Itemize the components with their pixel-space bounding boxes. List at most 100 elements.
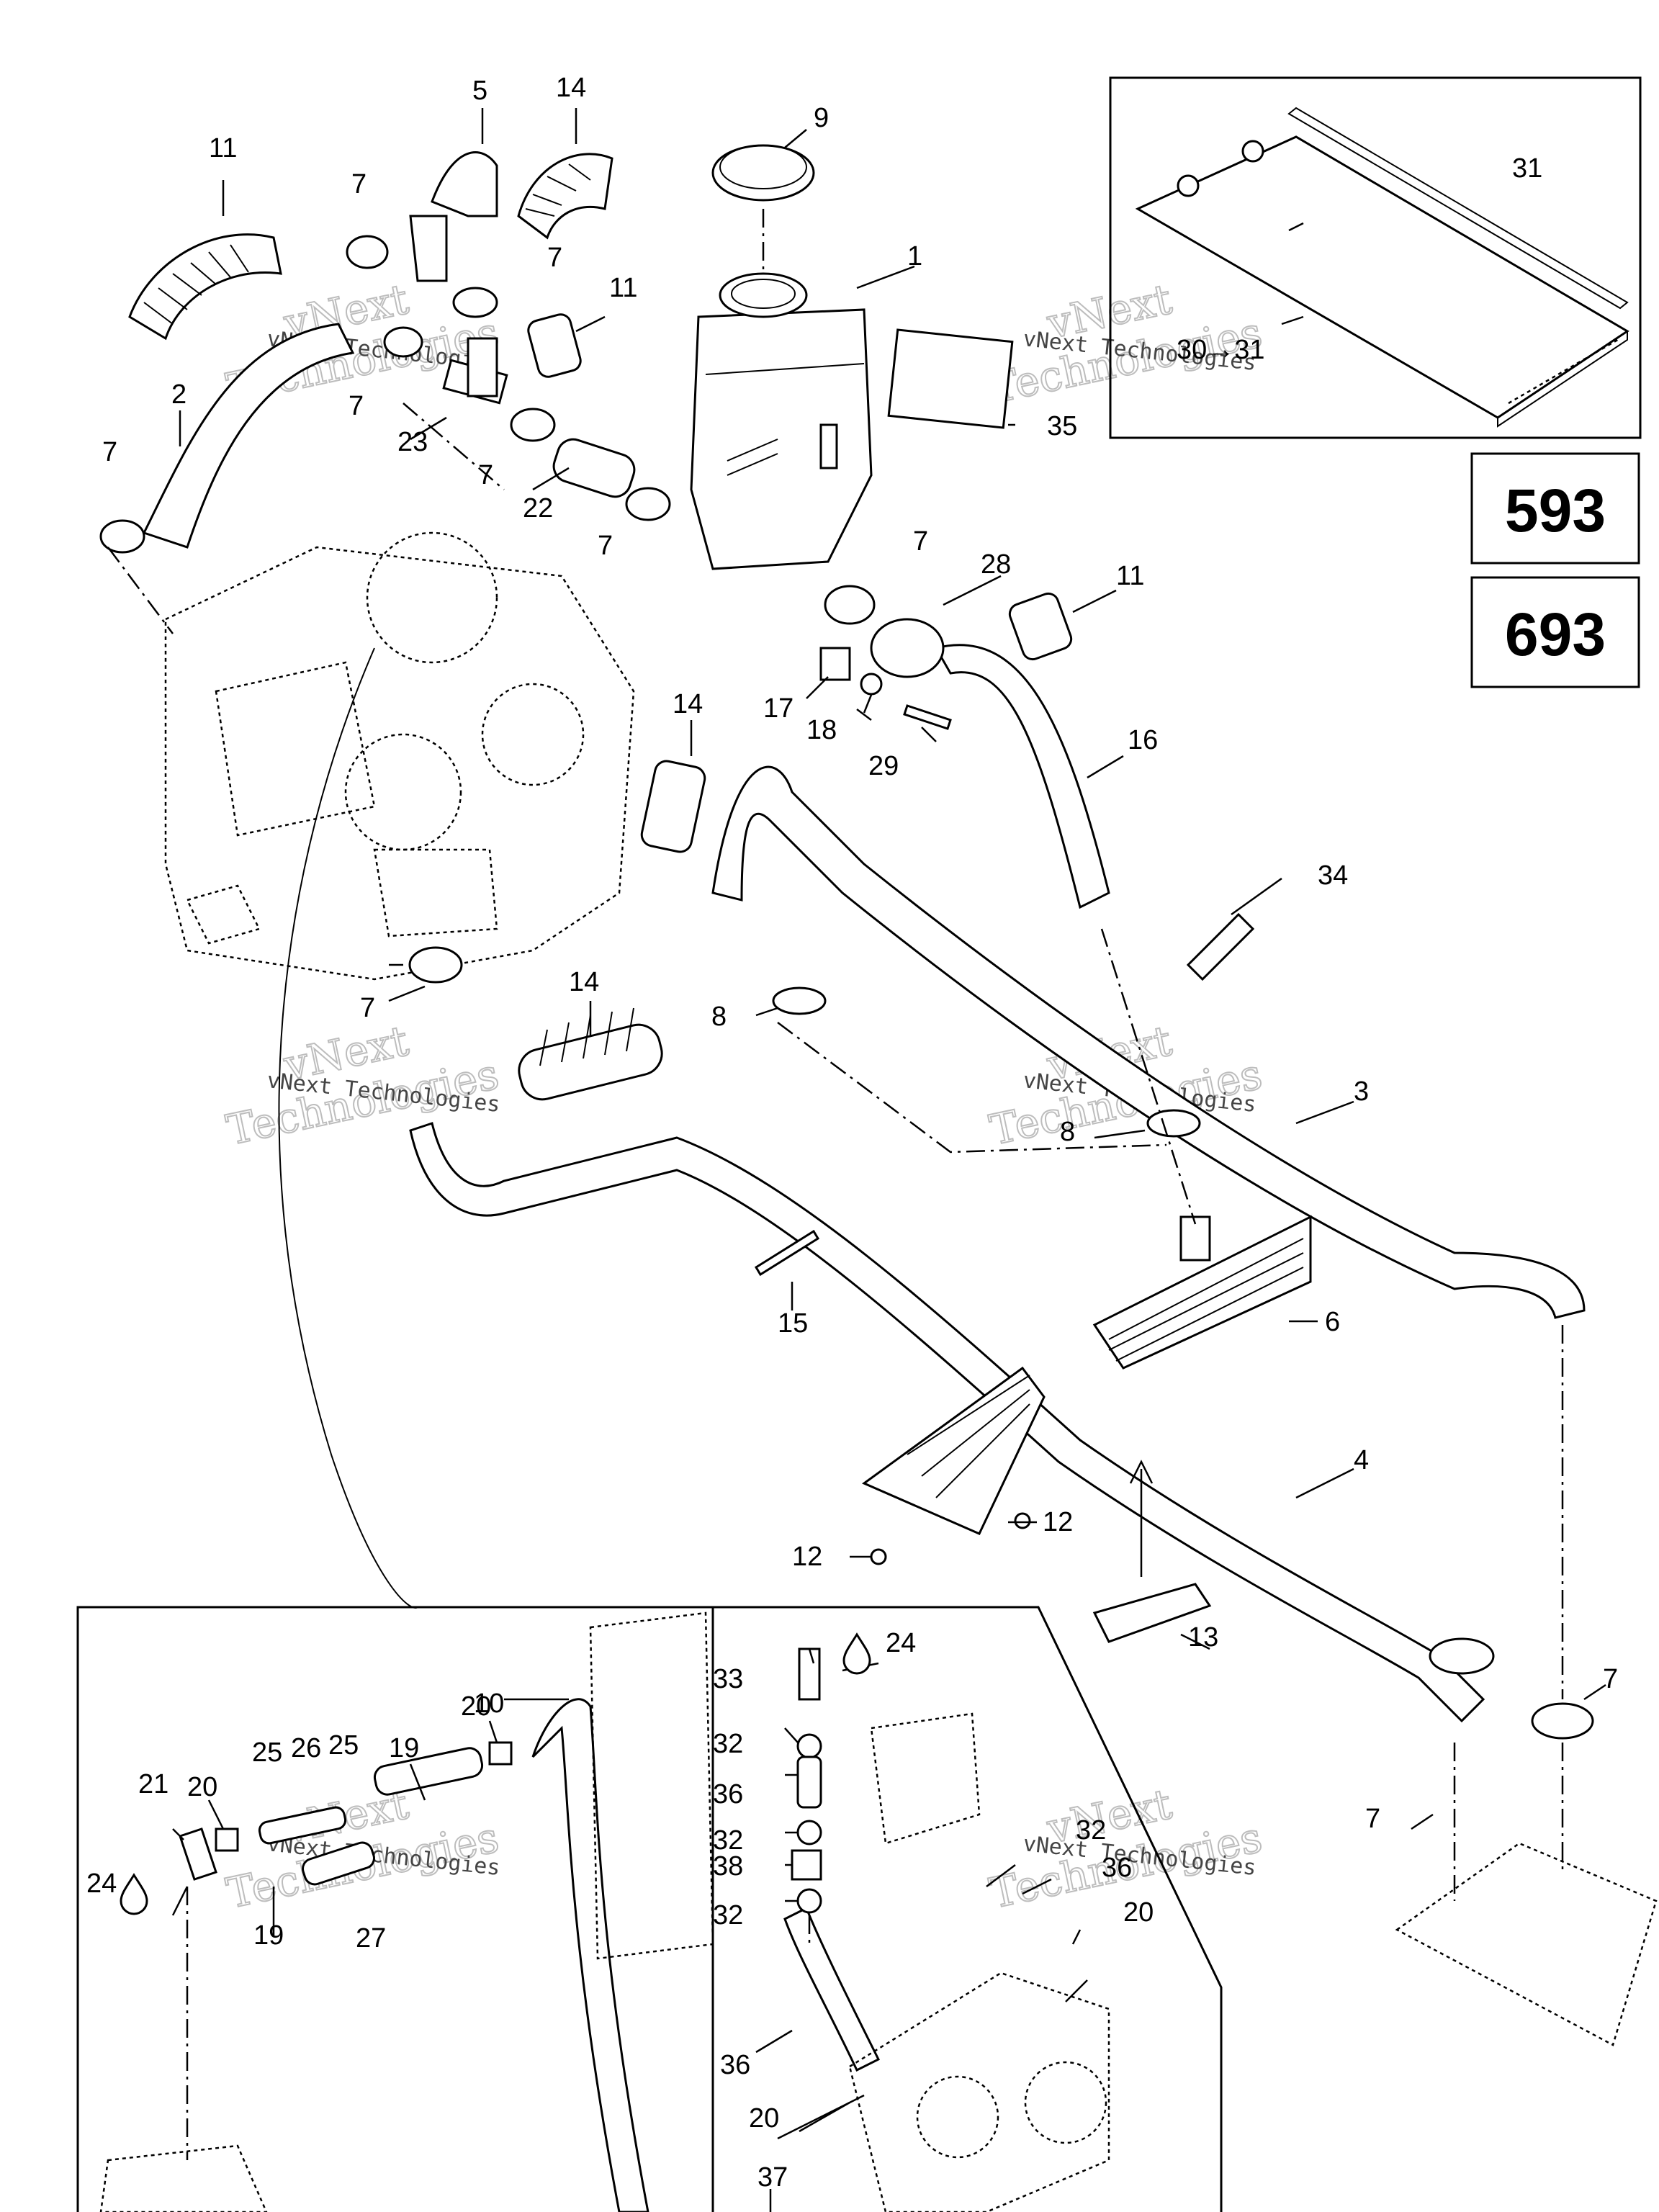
callout-28: 28 bbox=[981, 549, 1011, 580]
callout-31: 31 bbox=[1512, 153, 1542, 184]
clamp-7-d bbox=[383, 326, 423, 358]
coolant-tank bbox=[690, 272, 873, 570]
hose-2 bbox=[142, 323, 355, 549]
callout-36-a: 36 bbox=[713, 1779, 743, 1809]
block-13 bbox=[1092, 1583, 1212, 1643]
hose-3 bbox=[711, 765, 1586, 1319]
clamp-7-f bbox=[625, 487, 671, 521]
tie-wrap-15 bbox=[754, 1229, 820, 1277]
clamp-7-j bbox=[1429, 1637, 1495, 1675]
callout-1: 1 bbox=[907, 241, 922, 271]
callout-7-i: 7 bbox=[1603, 1664, 1618, 1694]
hose-10 bbox=[531, 1698, 649, 2212]
callout-38: 38 bbox=[713, 1851, 743, 1881]
spring-guard-14-mid bbox=[640, 760, 706, 853]
spring-guard-11-mid bbox=[527, 313, 582, 378]
fitting-20-b bbox=[488, 1741, 513, 1766]
callout-11-b: 11 bbox=[609, 273, 637, 303]
callout-25-a: 25 bbox=[252, 1737, 282, 1768]
valve-38 bbox=[791, 1849, 822, 1881]
screw-12-left bbox=[870, 1548, 887, 1565]
oil-drop-icon bbox=[842, 1632, 871, 1675]
callout-20-d: 20 bbox=[749, 2103, 779, 2134]
callout-8-b: 8 bbox=[1060, 1117, 1075, 1147]
callout-22: 22 bbox=[523, 493, 553, 523]
sleeve-22 bbox=[552, 438, 636, 498]
hose-26 bbox=[258, 1806, 347, 1845]
mounting-panel bbox=[1395, 1842, 1658, 2046]
callout-11-c: 11 bbox=[1116, 561, 1144, 591]
model-693-box bbox=[1470, 576, 1640, 688]
callout-18: 18 bbox=[806, 715, 837, 745]
carburetor-assembly bbox=[848, 1712, 1110, 2212]
decal-sticker bbox=[887, 328, 1014, 429]
callout-7-b: 7 bbox=[547, 243, 562, 273]
callout-24-b: 24 bbox=[86, 1869, 117, 1899]
lower-right-inset-frame bbox=[713, 1606, 1223, 2212]
elbow-fitting-5 bbox=[409, 151, 498, 282]
engine-cover-right bbox=[589, 1611, 714, 1960]
clamp-7-h bbox=[408, 946, 463, 984]
callout-35: 35 bbox=[1047, 411, 1077, 441]
clamp-7-b bbox=[452, 287, 498, 318]
callout-17: 17 bbox=[763, 693, 793, 724]
callout-7-j: 7 bbox=[1365, 1804, 1380, 1834]
callout-34: 34 bbox=[1318, 860, 1348, 891]
long-bypass-hose bbox=[278, 647, 418, 1609]
callout-7-f: 7 bbox=[598, 531, 613, 561]
callout-32-b: 32 bbox=[713, 1825, 743, 1856]
screw-29 bbox=[903, 704, 952, 730]
callout-24-a: 24 bbox=[886, 1628, 916, 1658]
leader-lines bbox=[171, 108, 1606, 2212]
callout-37: 37 bbox=[757, 2162, 788, 2193]
callout-8-a: 8 bbox=[711, 1002, 727, 1032]
spring-guard-11-top bbox=[128, 233, 282, 341]
callout-20-b: 20 bbox=[187, 1772, 217, 1802]
callout-12-b: 12 bbox=[792, 1542, 822, 1572]
callout-27: 27 bbox=[356, 1923, 386, 1954]
callout-5: 5 bbox=[472, 76, 487, 106]
radiator-inset-frame bbox=[1109, 76, 1642, 439]
clamp-32-b bbox=[796, 1820, 822, 1845]
washer-18 bbox=[860, 673, 883, 696]
oil-drop-icons bbox=[120, 1632, 871, 1915]
clamp-32-c bbox=[796, 1888, 822, 1914]
clamp-7-g bbox=[824, 585, 876, 625]
heat-exchanger-6 bbox=[1092, 1215, 1312, 1370]
clamp-32-a bbox=[796, 1733, 822, 1759]
oil-drop-icon bbox=[120, 1873, 148, 1915]
cable-tie-34 bbox=[1186, 912, 1255, 981]
callouts: 1 2 3 4 5 6 7 7 7 7 7 7 7 7 7 7 8 8 9 10… bbox=[86, 73, 1618, 2193]
spring-guard-14-low bbox=[518, 1007, 663, 1101]
callout-23: 23 bbox=[397, 427, 428, 457]
callout-7-h: 7 bbox=[360, 993, 375, 1023]
callout-25-b: 25 bbox=[328, 1730, 359, 1761]
fitting-stack bbox=[791, 1647, 822, 1914]
tee-fitting-23 bbox=[442, 337, 508, 405]
bracket-17 bbox=[819, 647, 851, 681]
callout-11-a: 11 bbox=[209, 133, 237, 163]
hose-19 bbox=[373, 1747, 484, 1796]
clamp-8-upper bbox=[772, 986, 827, 1015]
lower-left-parts bbox=[99, 1611, 714, 2212]
callout-19-b: 19 bbox=[253, 1920, 284, 1951]
hose-36-short bbox=[796, 1755, 822, 1809]
center-lines bbox=[107, 209, 1564, 2160]
screw-12-right bbox=[1014, 1512, 1031, 1529]
heat-exchanger-lower bbox=[862, 1366, 1046, 1535]
callout-14-b: 14 bbox=[673, 689, 703, 719]
callout-6: 6 bbox=[1325, 1307, 1340, 1337]
callout-14-c: 14 bbox=[569, 967, 599, 997]
callout-3: 3 bbox=[1354, 1076, 1369, 1107]
callout-9: 9 bbox=[814, 103, 829, 133]
callout-7-a: 7 bbox=[351, 169, 367, 199]
hose-16 bbox=[934, 644, 1110, 909]
callout-12-a: 12 bbox=[1043, 1507, 1073, 1537]
clamp-8-lower bbox=[1146, 1109, 1201, 1138]
spring-guard-14-top bbox=[517, 153, 613, 240]
callout-20-a: 20 bbox=[461, 1691, 491, 1722]
clamp-7-i bbox=[1531, 1702, 1594, 1740]
callout-32-c: 32 bbox=[713, 1900, 743, 1930]
callout-20-c: 20 bbox=[1123, 1897, 1154, 1928]
callout-14-a: 14 bbox=[556, 73, 586, 103]
